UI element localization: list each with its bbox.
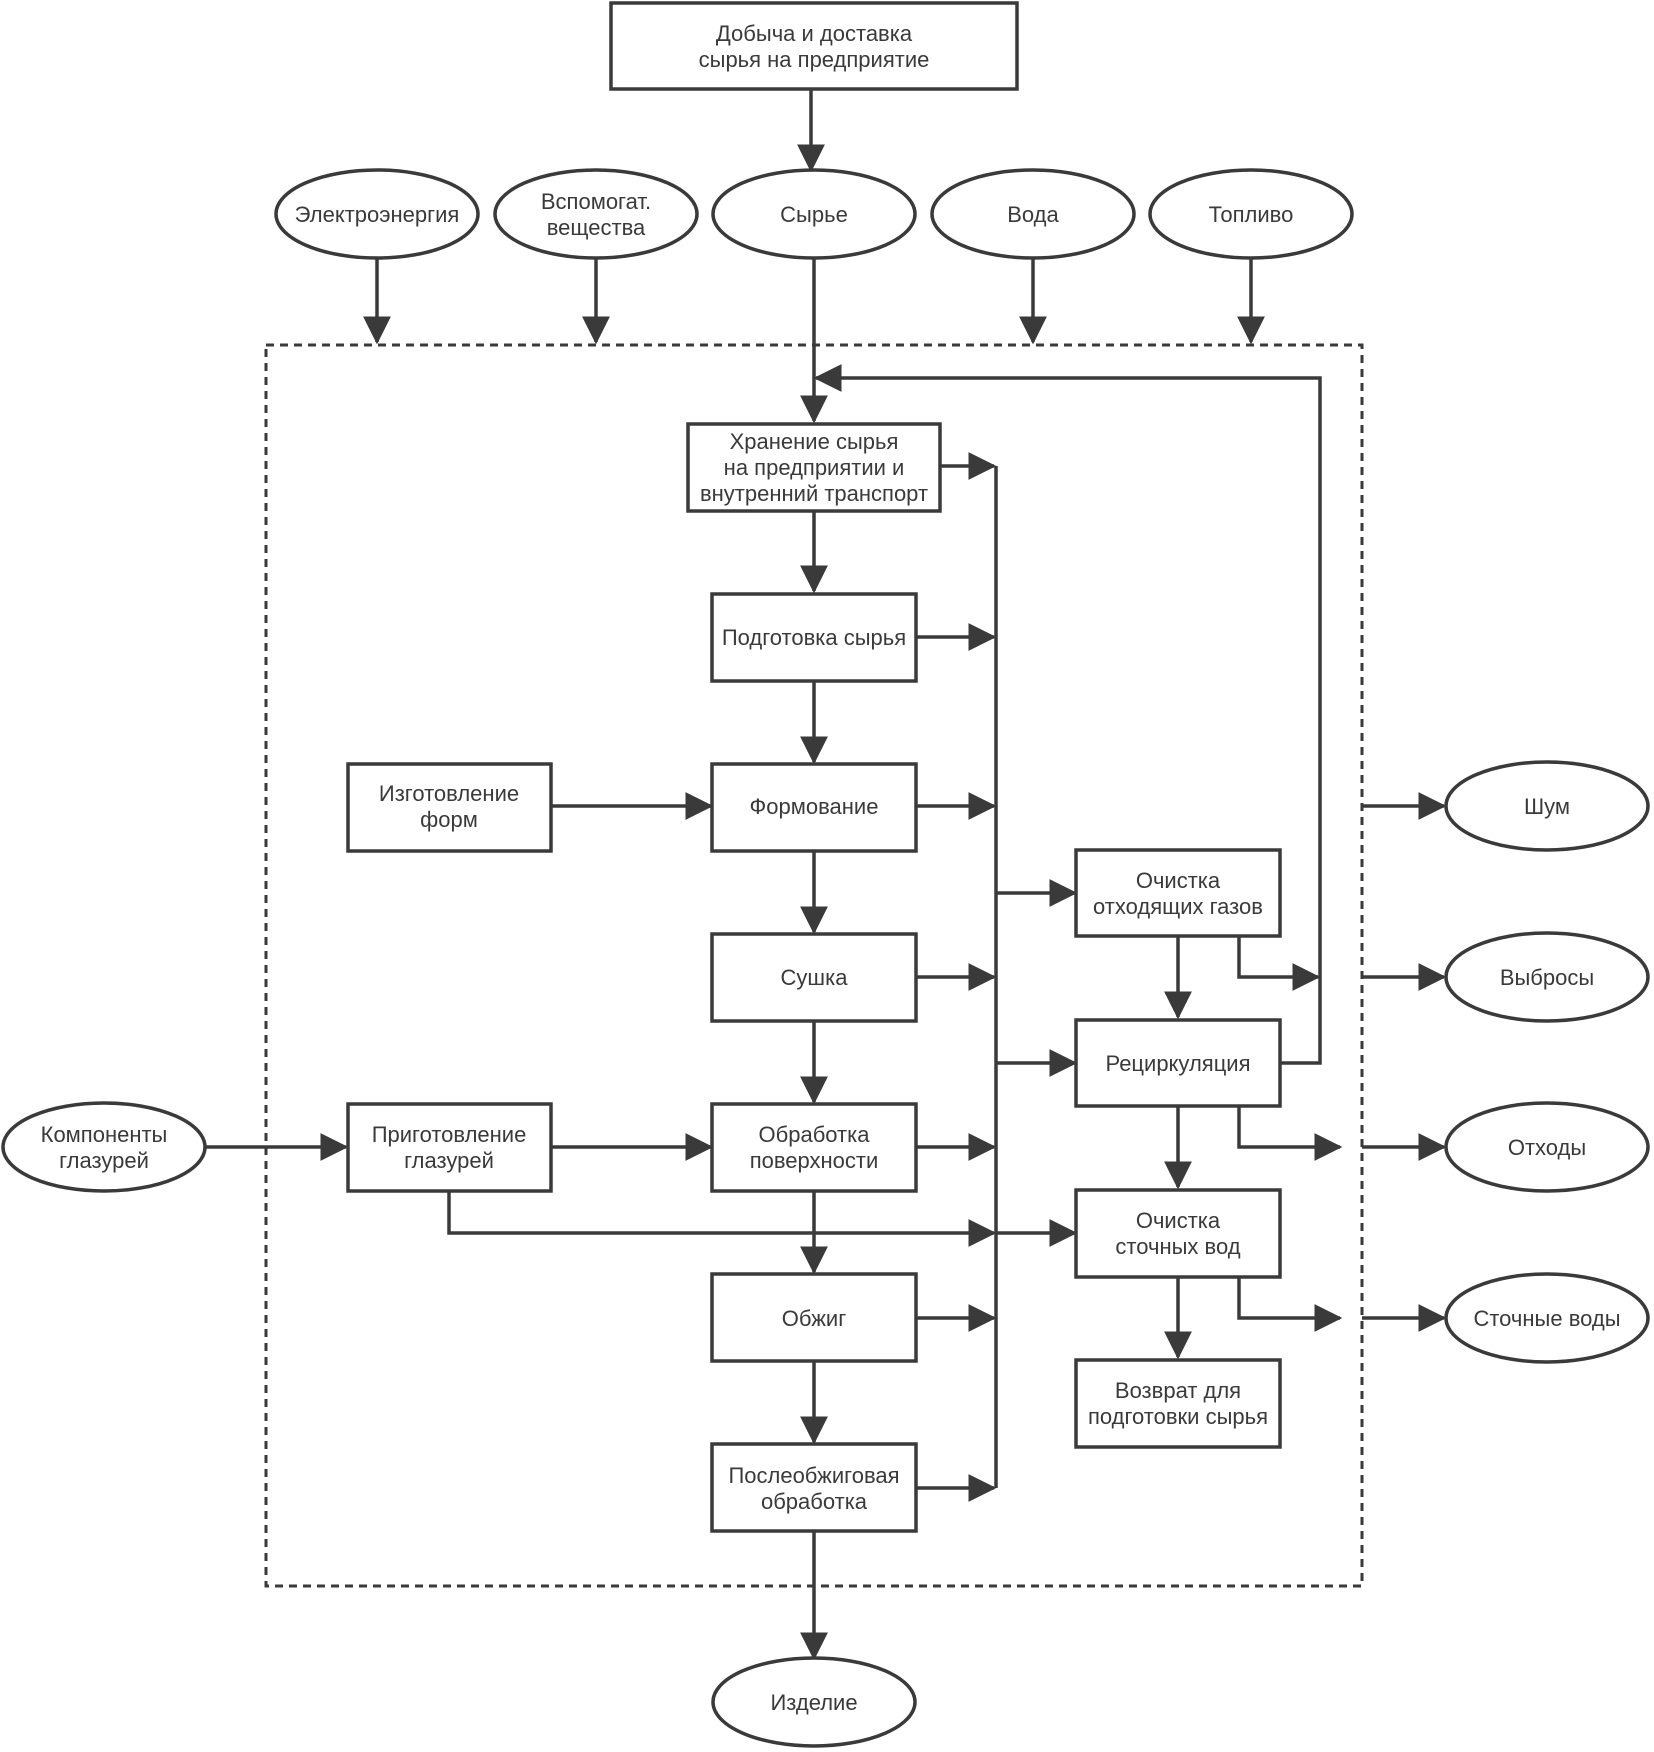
edge-glaze-to-bus — [447, 1191, 997, 1247]
node-label: Электроэнергия — [295, 202, 460, 227]
label-line: Компоненты — [41, 1122, 168, 1147]
label-line: обработка — [761, 1489, 868, 1514]
label-line: внутренний транспорт — [700, 481, 928, 506]
node-label: Формование — [750, 794, 879, 819]
node-electricity: Электроэнергия — [274, 168, 480, 260]
label-line: Очистка — [1136, 868, 1221, 893]
node-label: Вода — [1007, 202, 1059, 227]
label-line: Вспомогат. — [541, 189, 651, 214]
label-line: Электроэнергия — [295, 202, 460, 227]
label-line: Шум — [1524, 794, 1570, 819]
node-fuel: Топливо — [1148, 168, 1354, 260]
label-line: Обработка — [759, 1122, 871, 1147]
node-label: Рециркуляция — [1105, 1051, 1250, 1076]
label-line: Выбросы — [1500, 965, 1594, 990]
node-label: Обжиг — [782, 1306, 847, 1331]
label-line: Подготовка сырья — [722, 625, 906, 650]
label-line: Рециркуляция — [1105, 1051, 1250, 1076]
node-label: Сырье — [780, 202, 848, 227]
label-line: Изделие — [770, 1690, 857, 1715]
label-line: Очистка — [1136, 1208, 1221, 1233]
edge-gas-to-emissions — [1237, 936, 1321, 991]
node-auxiliary: Вспомогат.вещества — [493, 168, 699, 260]
edge-water-to-wastewater — [1237, 1277, 1343, 1332]
node-label: Отходы — [1508, 1135, 1586, 1160]
label-line: Формование — [750, 794, 879, 819]
label-line: Сырье — [780, 202, 848, 227]
label-line: глазурей — [404, 1148, 494, 1173]
node-recycling: Рециркуляция — [1074, 1018, 1282, 1108]
label-line: Изготовление — [379, 781, 519, 806]
label-line: сырья на предприятие — [699, 47, 930, 72]
node-label: Подготовка сырья — [722, 625, 906, 650]
label-line: Обжиг — [782, 1306, 847, 1331]
label-line: Возврат для — [1115, 1378, 1241, 1403]
node-label: Вспомогат.вещества — [541, 189, 651, 240]
label-line: Сушка — [781, 965, 849, 990]
label-line: форм — [420, 807, 478, 832]
label-line: на предприятии и — [724, 455, 905, 480]
label-line: глазурей — [59, 1148, 149, 1173]
node-firing: Обжиг — [710, 1272, 918, 1363]
label-line: Хранение сырья — [730, 429, 899, 454]
node-drying: Сушка — [710, 932, 918, 1023]
node-waste: Отходы — [1444, 1101, 1650, 1193]
edge-recycling-loop — [813, 364, 1322, 1065]
label-line: Сточные воды — [1473, 1306, 1620, 1331]
label-line: Добыча и доставка — [716, 21, 913, 46]
node-wastewater: Сточные воды — [1444, 1272, 1650, 1364]
label-line: отходящих газов — [1093, 894, 1263, 919]
edge-recycling-to-waste — [1237, 1106, 1343, 1161]
node-label: Топливо — [1209, 202, 1294, 227]
node-label: Сточные воды — [1473, 1306, 1620, 1331]
connectors — [206, 89, 1447, 1661]
label-line: Топливо — [1209, 202, 1294, 227]
node-forming: Формование — [710, 762, 918, 853]
label-line: поверхности — [750, 1148, 879, 1173]
label-line: Приготовление — [372, 1122, 527, 1147]
label-line: подготовки сырья — [1088, 1404, 1268, 1429]
label-line: Отходы — [1508, 1135, 1586, 1160]
node-label: Выбросы — [1500, 965, 1594, 990]
label-line: Послеобжиговая — [728, 1463, 899, 1488]
node-label: Сушка — [781, 965, 849, 990]
node-emissions: Выбросы — [1444, 931, 1650, 1023]
label-line: вещества — [547, 215, 646, 240]
node-raw-material: Сырье — [711, 168, 917, 260]
node-product: Изделие — [711, 1656, 917, 1748]
label-line: Вода — [1007, 202, 1059, 227]
node-water: Вода — [930, 168, 1136, 260]
node-label: Изделие — [770, 1690, 857, 1715]
node-noise: Шум — [1444, 760, 1650, 852]
node-raw-preparation: Подготовка сырья — [710, 592, 918, 683]
label-line: сточных вод — [1115, 1234, 1240, 1259]
node-label: Шум — [1524, 794, 1570, 819]
